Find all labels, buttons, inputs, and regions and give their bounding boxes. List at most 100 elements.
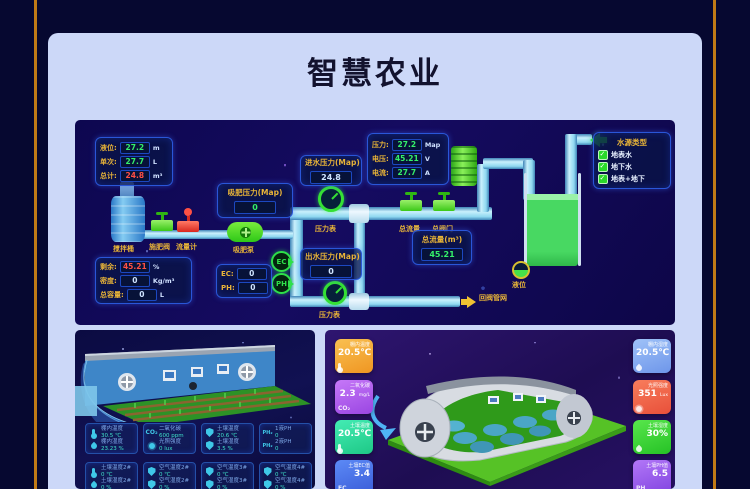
stat-value: 27.2 [391,139,422,151]
ph-icon [263,443,272,449]
droplet-icon [89,441,98,450]
tunnel-greenhouse-3d-illustration [370,376,626,486]
mixer-tank[interactable] [111,196,145,242]
stat-row: 总计: 24.8 m³ [100,169,163,182]
sensor-tile: 土壤温度2# 0 ℃ 土壤湿度2# 0 % [85,462,138,489]
pump-stats-box: 压力: 27.2 Map 电压: 45.21 V 电流: 27.7 A [367,133,449,185]
sensor-chip: 土壤EC值 3.4 EC [335,460,373,489]
main-pump[interactable] [451,146,477,186]
sensor-tile: 1液PH 0 2液PH 0 [259,423,312,454]
total-flow-valve-label: 总流量 [399,225,420,233]
main-valve-label: 总阀门 [432,225,453,233]
main-valve[interactable] [433,192,455,211]
gauge1-label: 压力表 [315,225,336,233]
thermometer-icon [336,363,343,373]
sensor-chip: 土壤温度 20.5℃ [335,420,373,454]
stat-value: 0 [119,274,150,287]
water-source-option[interactable]: 地下水 [598,162,666,172]
gauge2-label: 压力表 [319,311,340,319]
water-source-box: 水源类型 地表水 地下水 地表+地下 [593,132,671,189]
water-tank [527,194,578,266]
thermometer-icon [89,428,98,439]
shield-thermometer-icon [147,467,156,476]
suction-pressure-box: 吸肥压力(Map) 0 [217,183,293,218]
pipe-return-bottom [290,296,460,307]
fertilizer-valve[interactable] [151,212,173,231]
stat-value: 45.21 [119,260,150,273]
water-source-option[interactable]: 地表水 [598,150,666,160]
flow-meter-valve[interactable] [177,208,199,232]
left-edge-stripe [34,0,37,489]
droplet-icon [634,363,644,373]
sensor-tile: 棚内温度 30.5 ℃ 棚内湿度 23.23 % [85,423,138,454]
co2-icon [147,429,156,436]
inlet-pressure-value: 24.8 [310,171,352,184]
stat-row: 总容量: 0 L [100,288,164,301]
soil-moisture-icon [634,444,644,454]
stat-row: 压力: 27.2 Map [372,139,441,151]
sensor-chip: 光照强度 351 Lux [633,380,671,414]
ph-icon: PH [636,485,646,489]
sun-icon [147,442,156,449]
pipe-tank-inlet-b [565,134,577,200]
ec-icon: EC [338,485,347,489]
shield-droplet-icon [147,480,156,489]
checkbox-checked-icon[interactable] [598,174,608,184]
thermometer-icon [89,467,98,478]
sensor-tile: 土壤温度 20.6 ℃ 土壤湿度 3.5 % [201,423,254,454]
stat-value: 0 [126,288,157,301]
right-edge-stripe [713,0,716,489]
sensor-chip: 二氧化碳 2.3 mg/L CO₂ [335,380,373,414]
shield-droplet-icon [205,480,214,489]
irrigation-scada-panel: EC PH 搅拌桶 施肥阀 流量计 吸肥泵 压力表 总流量 总阀门 压力表 液位… [75,120,675,325]
ph-sensor-icon: PH [271,273,294,294]
greenhouse-3d-illustration [75,345,311,422]
greenhouse-panel-left: 棚内温度 30.5 ℃ 棚内湿度 23.23 % 二氧化碳 600 ppm 光照… [75,330,315,489]
stat-row: 液位: 27.2 m [100,141,160,154]
suction-pump-label: 吸肥泵 [233,246,254,254]
stat-value: 0 [237,282,268,294]
checkbox-checked-icon[interactable] [598,150,608,160]
checkbox-checked-icon[interactable] [598,162,608,172]
tank-wall-right [578,173,581,266]
flow-meter-label: 流量计 [176,243,197,251]
fertilizer-stats-box: 剩余: 45.21 % 密度: 0 Kg/m³ 总容量: 0 L [95,257,192,304]
stat-value: 24.8 [119,169,150,182]
return-line-label: 回阀管网 [479,294,507,302]
ec-ph-box: EC: 0 PH: 0 [216,264,272,298]
mixer-label: 搅拌桶 [113,245,134,253]
stat-row: 单次: 27.7 L [100,155,157,168]
sensor-chip: 棚内湿度 20.5℃ [633,339,671,373]
shield-droplet-icon [263,480,272,489]
stat-row: 电流: 27.7 A [372,167,430,179]
suction-pump[interactable] [227,222,263,242]
outlet-pressure-value: 0 [310,264,352,278]
shield-thermometer-icon [263,467,272,476]
stat-value: 27.7 [119,155,150,168]
stat-row: 密度: 0 Kg/m³ [100,274,175,287]
fertilizer-valve-label: 施肥阀 [149,243,170,251]
ph-icon [263,430,272,436]
sensor-tile: 空气温度4# 0 ℃ 空气湿度4# 0 % [259,462,312,489]
sensor-chip: 棚内温度 20.5℃ [335,339,373,373]
light-icon [636,406,642,412]
total-flow-box: 总流量(m³) 45.21 [412,230,472,265]
stat-value: 0 [236,268,267,280]
stat-row: PH: 0 [221,282,268,294]
greenhouse-panel-right: 棚内温度 20.5℃ 二氧化碳 2.3 mg/L CO₂ 土壤温度 20.5℃ … [325,330,675,489]
inlet-pressure-box: 进水压力(Map) 24.8 [300,155,362,186]
tank-level-icon [512,261,530,279]
stat-row: 剩余: 45.21 % [100,260,160,273]
ec-sensor-icon: EC [271,251,294,272]
water-source-option[interactable]: 地表+地下 [598,174,666,184]
pipe-pump-riser [477,164,489,212]
pump-fan-icon [239,226,251,238]
pipe-suction [141,230,293,239]
sensor-chip: 土壤PH值 6.5 PH [633,460,671,489]
stat-value: 45.21 [391,153,422,165]
total-flow-valve[interactable] [400,192,422,211]
pressure-gauge-top-icon [318,186,344,212]
pressure-gauge-bottom-icon [323,281,347,305]
mixer-motor [120,182,134,198]
page-title: 智慧农业 [307,56,443,92]
